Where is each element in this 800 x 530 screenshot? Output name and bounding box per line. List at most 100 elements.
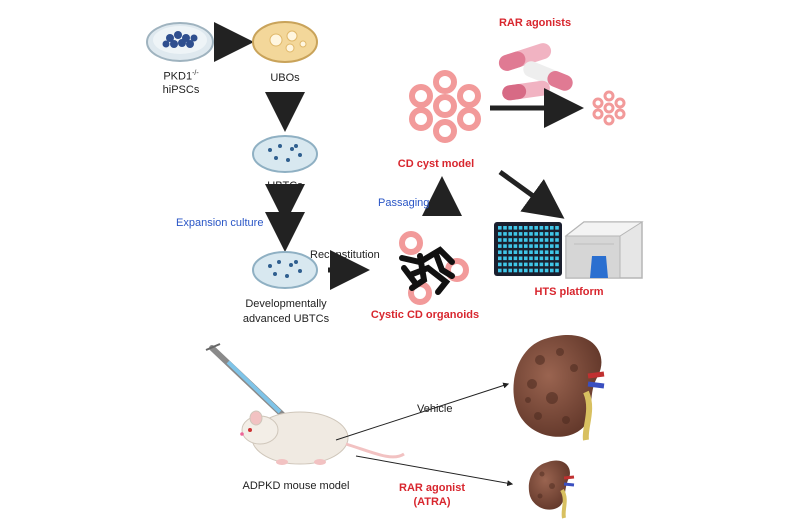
plate-well (503, 226, 507, 230)
plate-well (534, 232, 538, 236)
plate-well (524, 232, 528, 236)
plate-well (555, 256, 559, 261)
plate-well (524, 226, 528, 230)
hts-instrument (564, 221, 644, 279)
plate-well (534, 250, 538, 254)
plate-well (508, 244, 512, 248)
plate-well (529, 232, 533, 236)
plate-well (513, 238, 518, 242)
plate-well (508, 268, 512, 273)
plate-well (544, 226, 549, 230)
cystic-cd-organoid (399, 231, 469, 305)
plate-well (513, 256, 518, 261)
plate-well (518, 244, 523, 248)
plate-well (550, 232, 554, 236)
plate-well (534, 244, 538, 248)
plate-well (534, 262, 538, 267)
plate-well (498, 268, 502, 273)
plate-well (550, 256, 554, 261)
plate-well (518, 262, 523, 267)
plate-well (550, 226, 554, 230)
plate-well (518, 226, 523, 230)
plate-well (529, 238, 533, 242)
cystic-cd-organoids-label: Cystic CD organoids (370, 309, 480, 321)
plate-well (503, 262, 507, 267)
plate-well (550, 262, 554, 267)
plate-well (555, 250, 559, 254)
plate-well (513, 262, 518, 267)
arrow-vehicle (335, 382, 510, 441)
plate-well (529, 262, 533, 267)
plate-well (539, 250, 544, 254)
plate-well (508, 262, 512, 267)
dev-ubtcs-label-1: Developmentally (245, 298, 327, 310)
rar-agonists-label: RAR agonists (498, 17, 572, 29)
plate-well (508, 256, 512, 261)
plate-well (513, 244, 518, 248)
plate-well (539, 268, 544, 273)
plate-well (503, 244, 507, 248)
plate-well (544, 238, 549, 242)
arrow-atra (355, 455, 514, 487)
plate-well (555, 238, 559, 242)
hipscs-label: hiPSCs (162, 84, 200, 96)
plate-well (555, 244, 559, 248)
plate-well (534, 226, 538, 230)
plate-well (503, 256, 507, 261)
plate-well (539, 226, 544, 230)
plate-well (503, 268, 507, 273)
plate-well (524, 262, 528, 267)
kidney-small (528, 460, 575, 519)
plate-well (544, 268, 549, 273)
plate-well (503, 232, 507, 236)
cd-cyst-cluster (409, 70, 481, 143)
plate-well (524, 250, 528, 254)
plate-well (518, 256, 523, 261)
plate-well (513, 250, 518, 254)
reconstitution-label: Reconstitution (310, 249, 380, 261)
plate-well (518, 238, 523, 242)
plate-well (513, 268, 518, 273)
plate-well (539, 244, 544, 248)
plate-well (513, 232, 518, 236)
plate-well (498, 250, 502, 254)
plate-well (513, 226, 518, 230)
plate-well (524, 238, 528, 242)
plate-well (498, 262, 502, 267)
plate-well (534, 268, 538, 273)
plate-well (503, 238, 507, 242)
pkd1-label: PKD1-/- (163, 70, 199, 83)
plate-well (544, 232, 549, 236)
hts-platform-label: HTS platform (534, 286, 604, 298)
reduced-cyst-cluster (592, 90, 626, 126)
well-plate (494, 222, 562, 276)
adpkd-mouse-model-label: ADPKD mouse model (242, 480, 350, 492)
plate-well (498, 232, 502, 236)
plate-well (498, 244, 502, 248)
plate-well (518, 250, 523, 254)
plate-well (518, 268, 523, 273)
plate-well (518, 232, 523, 236)
plate-well (508, 238, 512, 242)
plate-well (498, 226, 502, 230)
advanced-ubtc-dish (252, 251, 318, 289)
plate-well (529, 250, 533, 254)
plate-well (498, 238, 502, 242)
plate-well (534, 238, 538, 242)
plate-well (555, 262, 559, 267)
rar-agonist-pills (498, 43, 573, 101)
cystic-kidney-large (513, 334, 605, 441)
plate-well (555, 268, 559, 273)
vehicle-label: Vehicle (417, 403, 453, 415)
dev-ubtcs-label-2: advanced UBTCs (242, 313, 330, 325)
plate-well (539, 256, 544, 261)
plate-well (508, 232, 512, 236)
plate-well (534, 256, 538, 261)
plate-well (508, 226, 512, 230)
passaging-label: Passaging (378, 197, 430, 209)
plate-well (498, 256, 502, 261)
plate-well (529, 226, 533, 230)
arrow-to-hts (498, 169, 565, 219)
ubtcs-label: UBTCs (267, 180, 303, 192)
